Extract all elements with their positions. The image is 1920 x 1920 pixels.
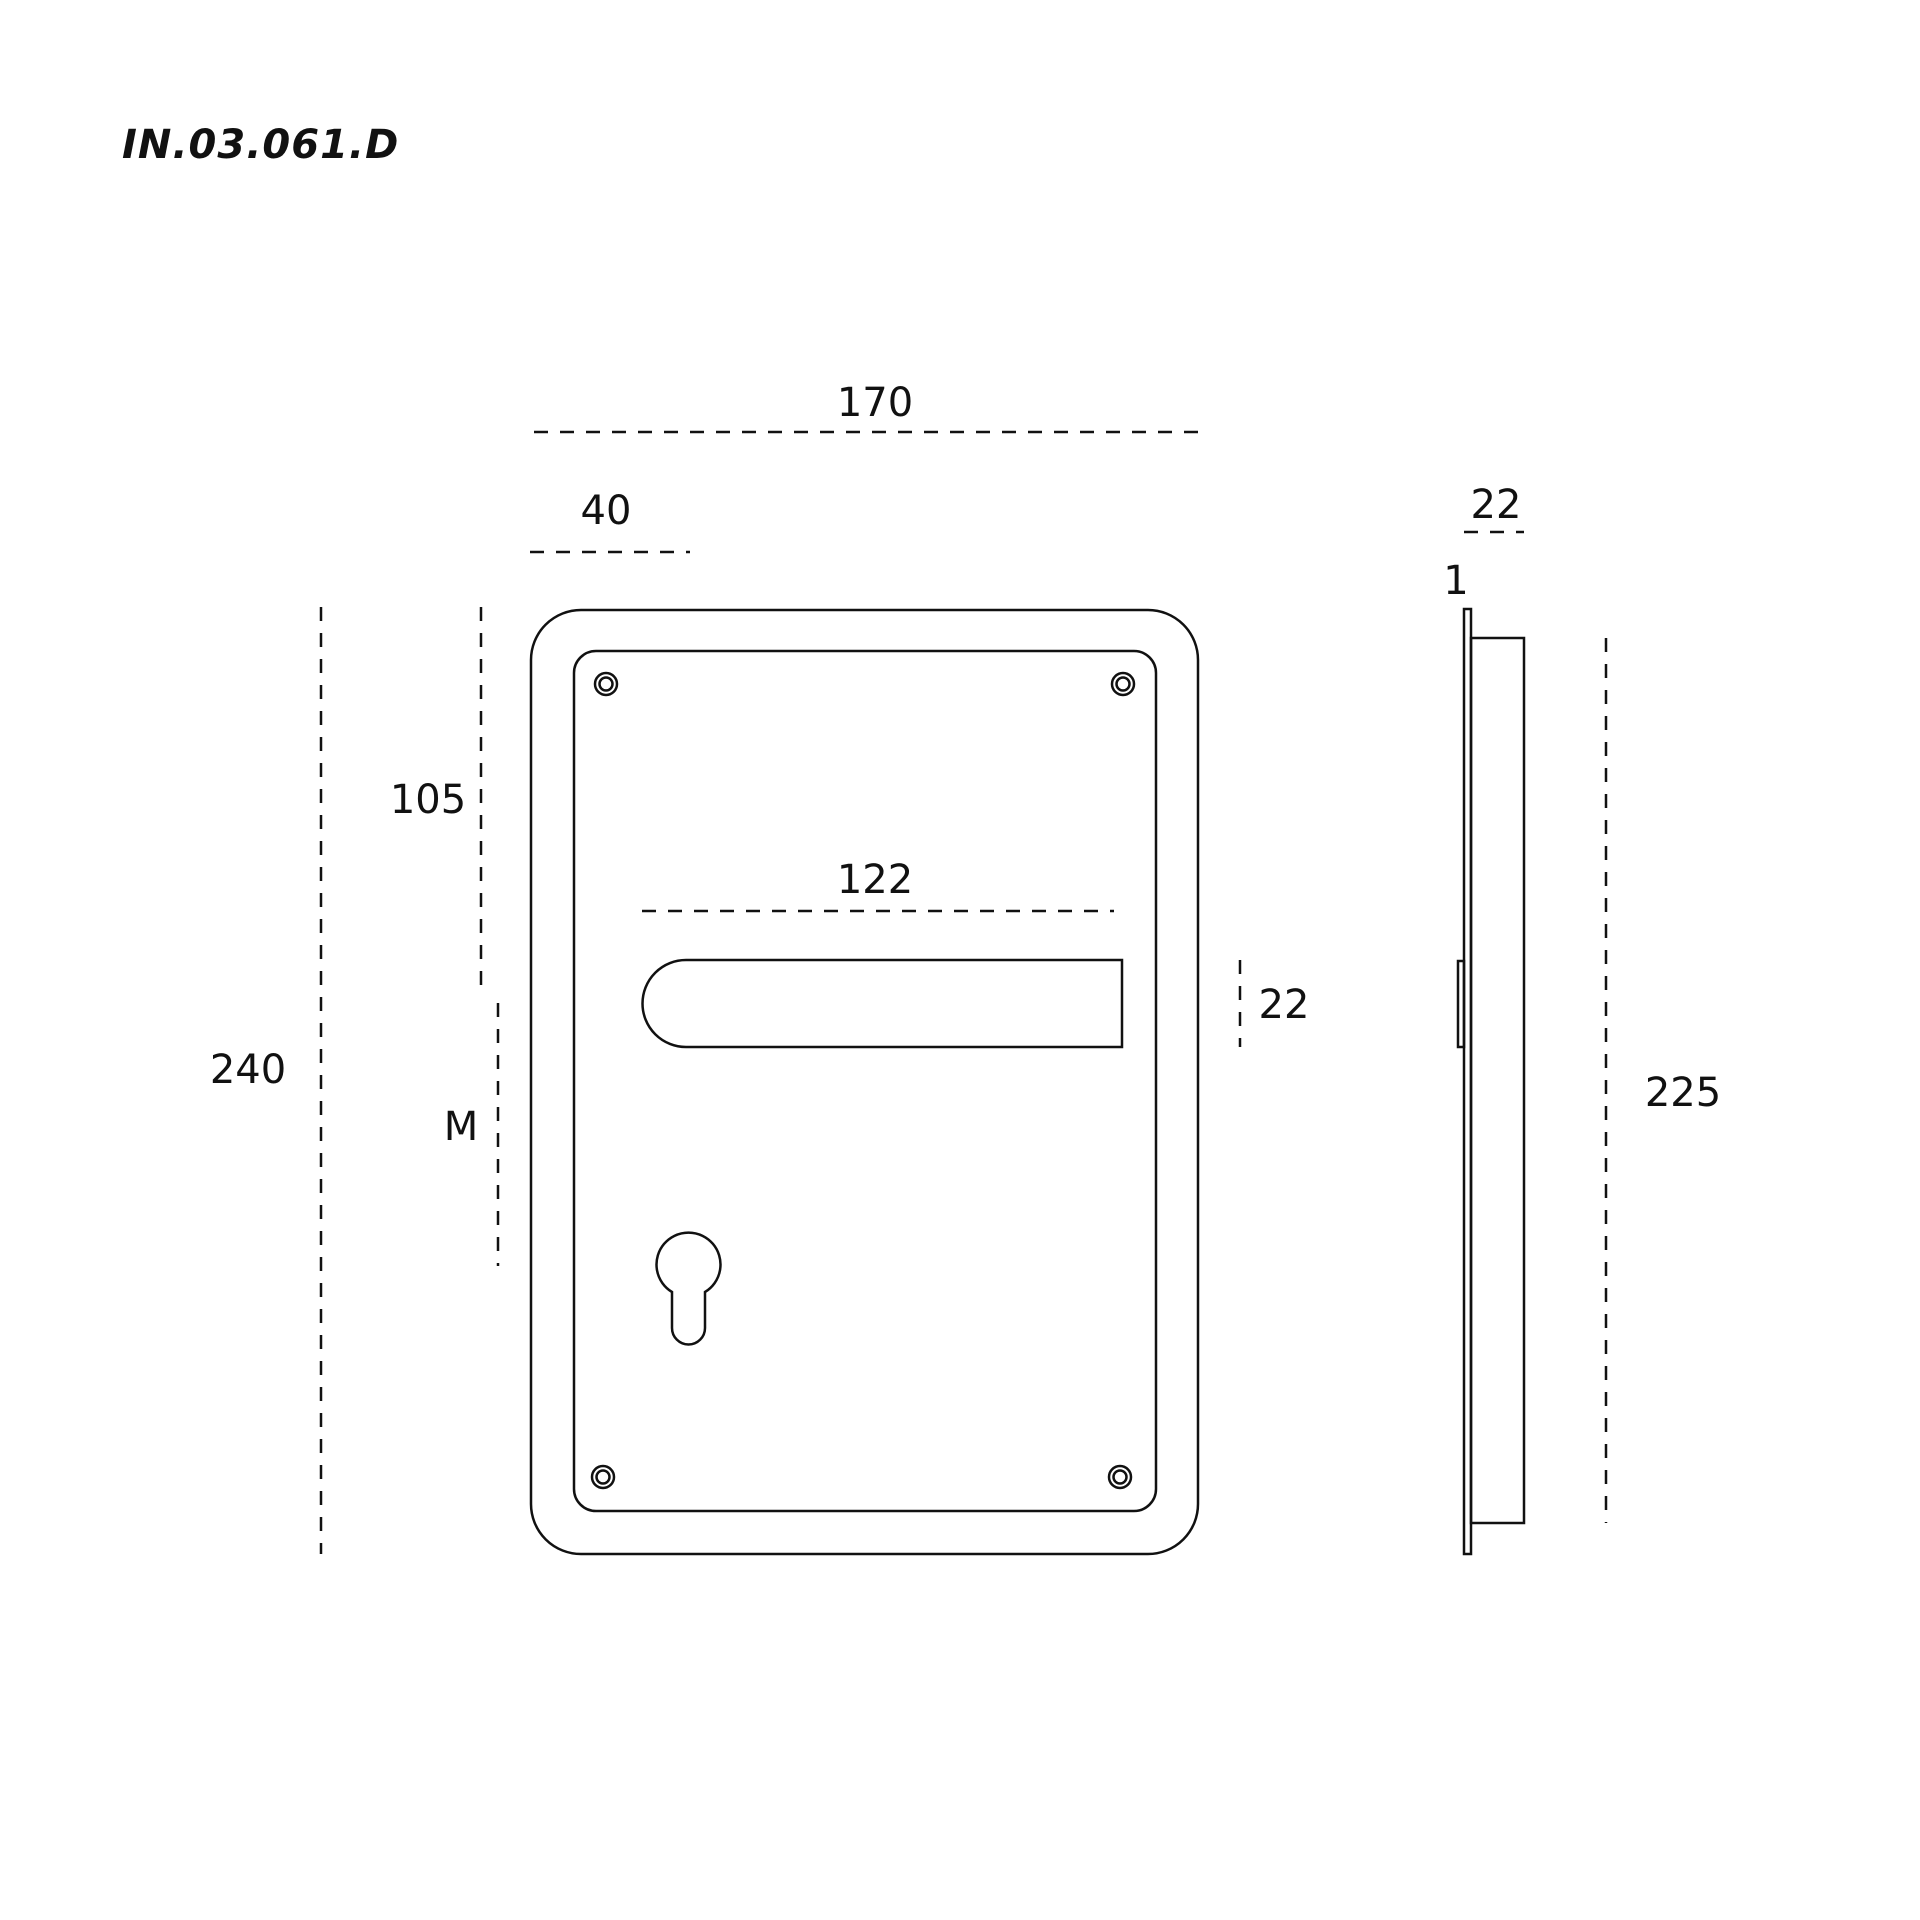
dim-label-lever-offset: 40 (581, 488, 632, 534)
drawing-title: IN.03.061.D (122, 122, 400, 168)
outer-plate (529, 608, 1200, 1556)
dim-label-lever-length: 122 (837, 857, 913, 903)
dim-label-plate-thickness: 1 (1443, 558, 1468, 604)
keyhole (655, 1231, 722, 1346)
dim-label-overall-height: 240 (210, 1047, 286, 1093)
side-lever-stub (1456, 959, 1466, 1049)
dim-label-lever-height-pos: 105 (390, 777, 466, 823)
lever-handle (641, 958, 1124, 1049)
side-body (1469, 636, 1526, 1525)
dim-label-lever-thickness: 22 (1259, 982, 1310, 1028)
screw-bottom-right (1107, 1464, 1133, 1490)
dim-label-overall-width: 170 (837, 380, 913, 426)
screw-top-right (1110, 671, 1136, 697)
dim-label-depth-total: 22 (1471, 482, 1522, 528)
screw-top-left (593, 671, 619, 697)
dim-label-backset: M (444, 1104, 479, 1150)
inner-plate (572, 649, 1158, 1513)
dim-label-inner-height: 225 (1645, 1070, 1721, 1116)
screw-bottom-left (590, 1464, 616, 1490)
